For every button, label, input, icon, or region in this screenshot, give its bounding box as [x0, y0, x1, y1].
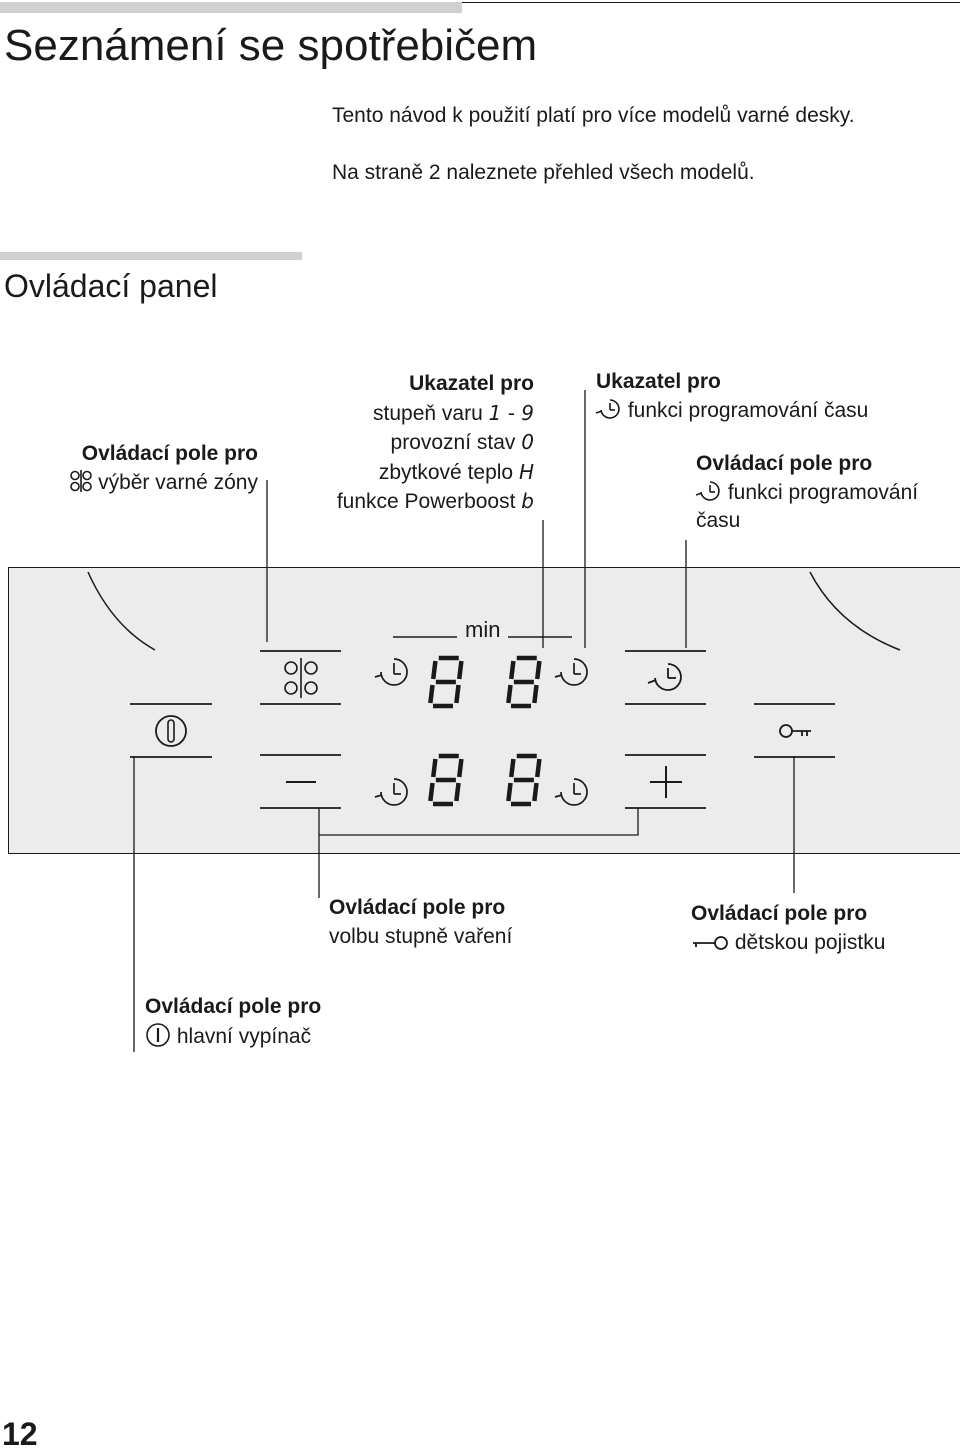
display-digit [428, 655, 464, 709]
digit-segment [457, 758, 464, 778]
intro-line-1: Tento návod k použití platí pro více mod… [332, 104, 855, 127]
residual-heat-symbol: H [518, 459, 534, 484]
label-power-level-title: Ovládací pole pro [329, 896, 506, 919]
label-main-switch-text: hlavní vypínač [176, 1024, 312, 1048]
main-switch-key[interactable] [155, 715, 187, 747]
label-power-level: Ovládací pole pro volbu stupně vaření [329, 894, 512, 951]
label-timer-control: Ovládací pole pro funkci programování ča… [695, 450, 919, 536]
touch-key-lines [130, 650, 835, 809]
digit-segment [454, 684, 461, 704]
cooking-zone-arc-right [809, 571, 901, 651]
digit-segment [428, 684, 435, 704]
intro-line-2: Na straně 2 naleznete přehled všech mode… [332, 161, 755, 184]
digit-segment [506, 684, 513, 704]
digit-segment [535, 758, 542, 778]
digit-segment [431, 758, 438, 778]
digit-segment [532, 684, 539, 704]
page-title: Seznámení se spotřebičem [4, 21, 538, 70]
label-indicator-line1: stupeň varu [373, 401, 483, 425]
label-zone-select-title: Ovládací pole pro [81, 442, 258, 465]
label-indicator-title: Ukazatel pro [409, 372, 534, 395]
digit-segment [431, 660, 438, 680]
digit-segment [457, 660, 464, 680]
label-indicator-line4: funkce Powerboost [336, 490, 516, 513]
label-timer-control-title: Ovládací pole pro [696, 452, 873, 475]
digit-segment [509, 660, 516, 680]
power-icon [146, 1022, 170, 1047]
label-timer-control-line2: času [696, 509, 741, 532]
page-number: 12 [2, 1416, 38, 1452]
header-bar [0, 2, 462, 13]
label-timer-control-line1: funkci programování [727, 480, 919, 504]
digit-segment [532, 782, 539, 802]
label-zone-select: Ovládací pole pro výběr varné zóny [70, 440, 258, 497]
digit-segment [506, 782, 513, 802]
digit-segment [454, 782, 461, 802]
key-icon [693, 935, 728, 950]
label-timer-indicator: Ukazatel pro funkci programování času [595, 368, 869, 425]
plus-key[interactable] [650, 766, 682, 798]
timer-indicator-icons [374, 658, 588, 806]
label-timer-indicator-title: Ukazatel pro [596, 370, 721, 393]
level-range-symbols: 1 - 9 [488, 400, 534, 425]
label-main-switch: Ovládací pole pro hlavní vypínač [145, 993, 321, 1051]
label-main-switch-title: Ovládací pole pro [145, 995, 322, 1018]
digit-segment [428, 782, 435, 802]
header-rule [462, 2, 960, 3]
label-child-lock-title: Ovládací pole pro [691, 902, 868, 925]
display-digit [506, 655, 542, 709]
callout-lines [133, 390, 795, 1052]
min-label: min [465, 617, 501, 642]
operating-state-symbol: 0 [521, 430, 534, 454]
digit-segment [509, 758, 516, 778]
label-zone-select-text: výběr varné zóny [98, 470, 258, 494]
zone-select-key[interactable] [284, 658, 318, 698]
timer-icon [595, 398, 620, 419]
label-child-lock: Ovládací pole pro dětskou pojistku [691, 900, 885, 957]
digit-segment [535, 660, 542, 680]
label-child-lock-text: dětskou pojistku [734, 930, 886, 954]
display-digit [428, 753, 464, 807]
section-bar [0, 252, 302, 260]
powerboost-symbol: b [521, 489, 534, 513]
label-power-level-text: volbu stupně vaření [329, 924, 513, 948]
cooking-zone-arc-left [87, 571, 156, 651]
control-panel [8, 567, 960, 854]
zone-select-icon [70, 469, 93, 492]
child-lock-key[interactable] [779, 724, 811, 738]
timer-icon [695, 480, 720, 501]
label-timer-indicator-text: funkci programování času [627, 398, 869, 422]
display-digit [506, 753, 542, 807]
section-title: Ovládací panel [4, 268, 218, 304]
label-indicator-line3: zbytkové teplo [378, 460, 514, 484]
label-indicator-display: Ukazatel pro stupeň varu 1 - 9 provozní … [337, 370, 534, 517]
timer-control-key[interactable] [647, 663, 682, 691]
label-indicator-line2: provozní stav [390, 431, 516, 454]
